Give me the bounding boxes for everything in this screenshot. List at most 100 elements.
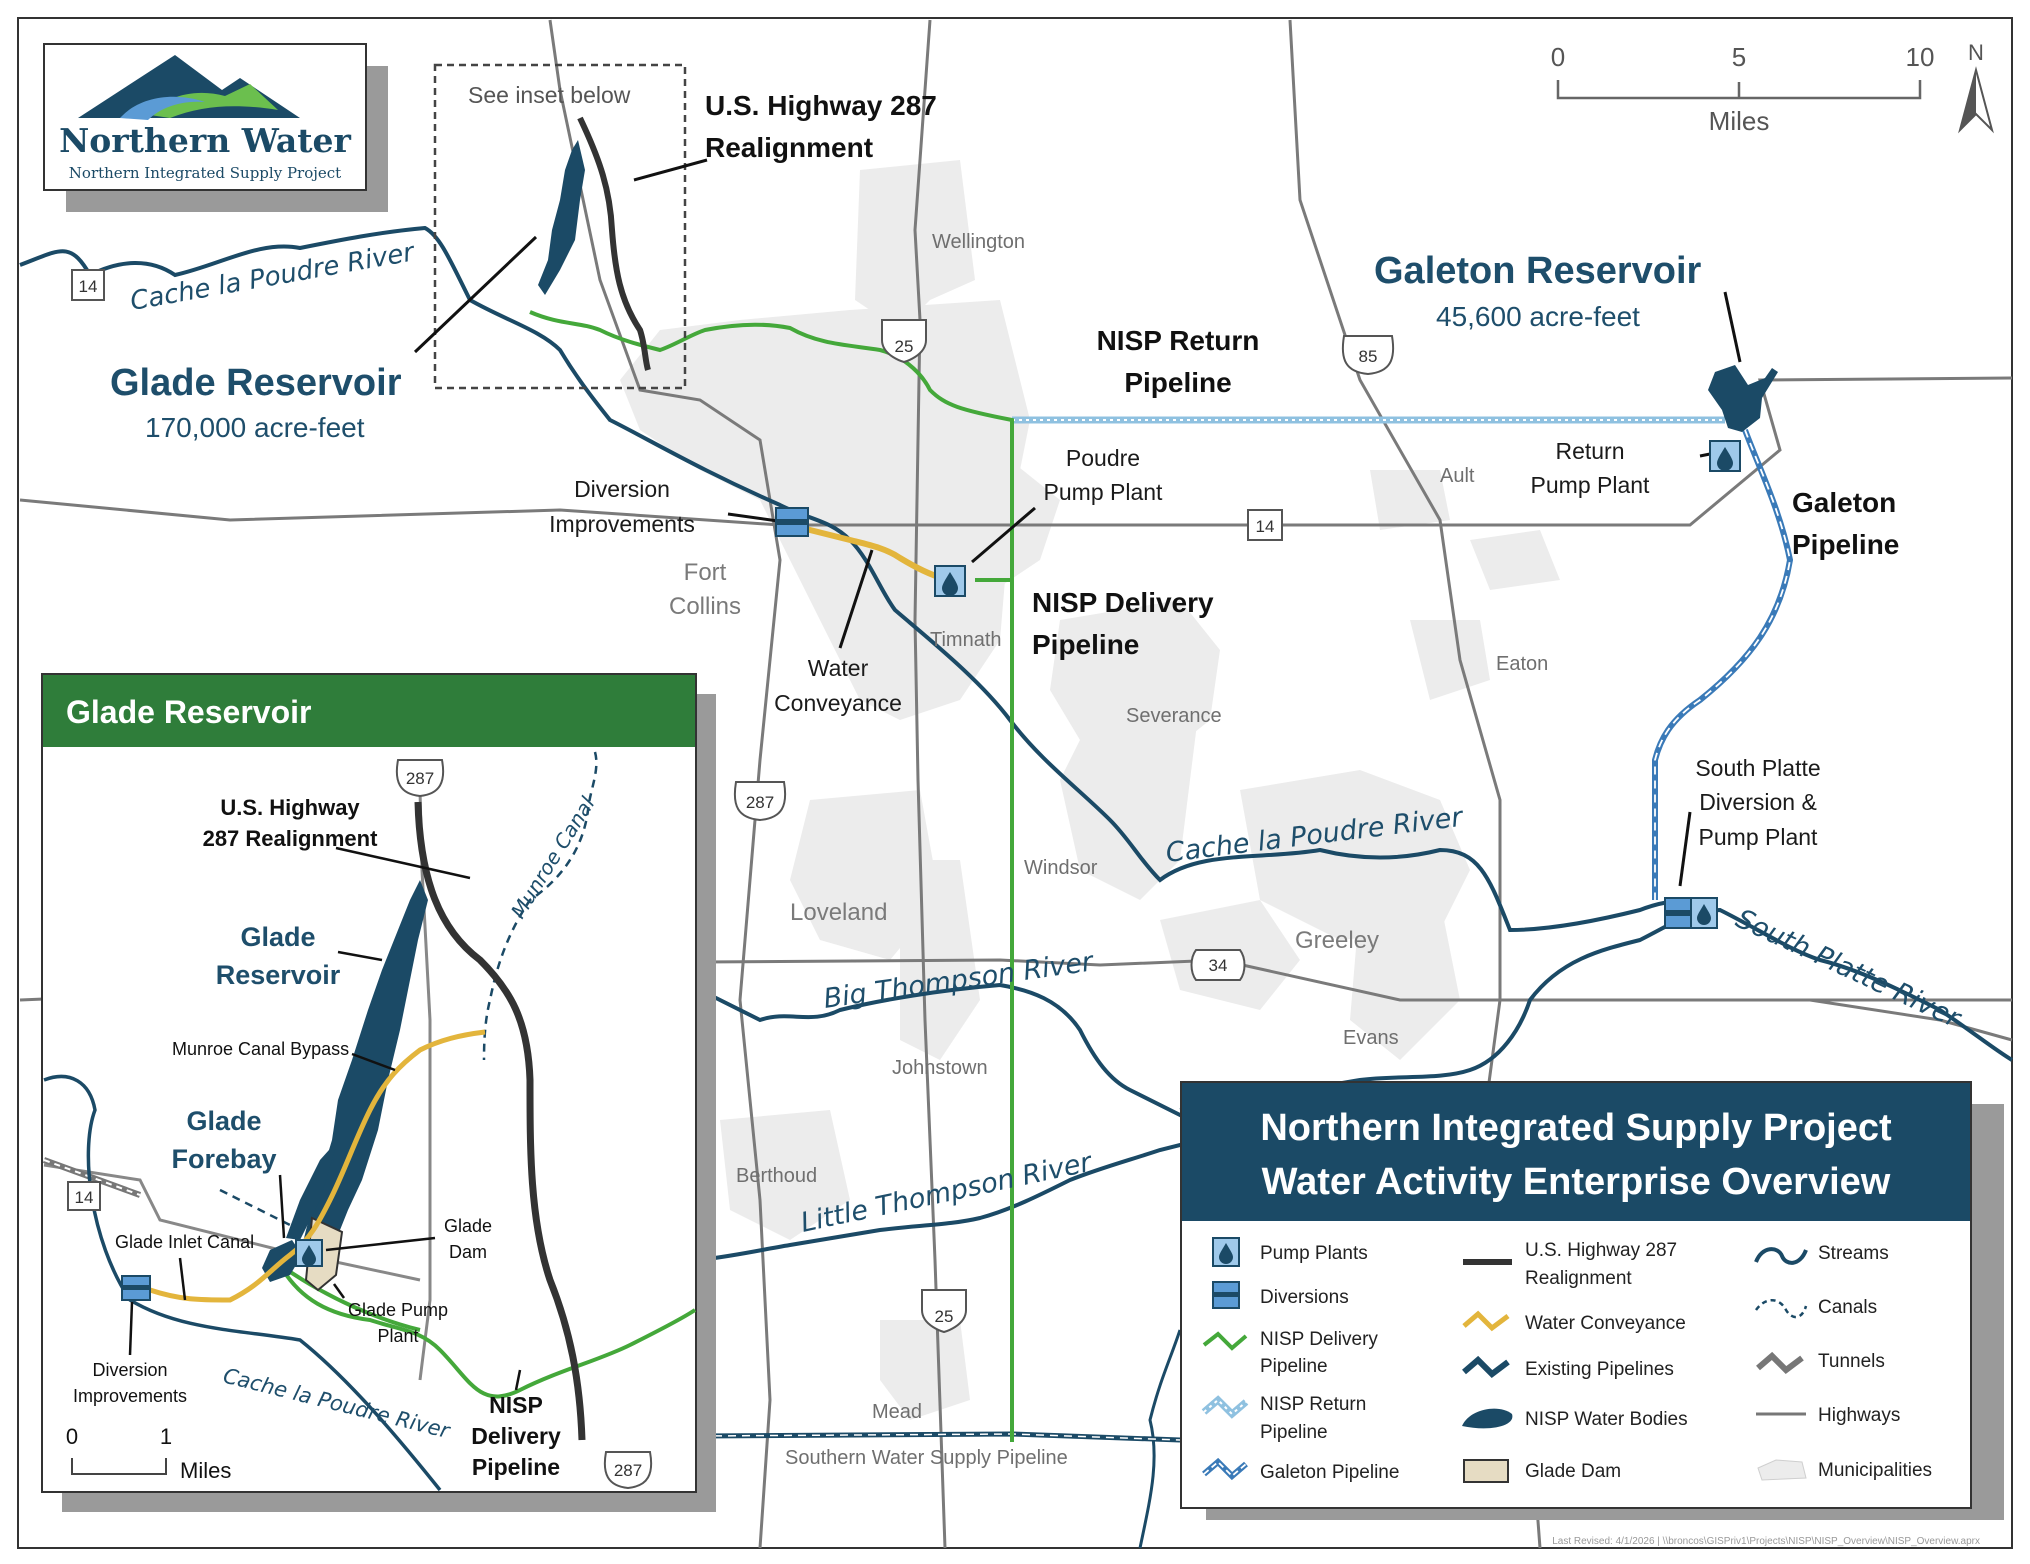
shield-i25-south: 25: [921, 1289, 967, 1334]
svg-text:14: 14: [79, 277, 98, 296]
inset-label-forebay-line1: Glade: [186, 1106, 261, 1136]
inset-label-inlet-canal: Glade Inlet Canal: [115, 1232, 254, 1252]
inset-diversion-symbol: [121, 1275, 151, 1301]
logo-subtitle: Northern Integrated Supply Project: [69, 164, 341, 182]
northern-water-logo: Northern Water Northern Integrated Suppl…: [43, 43, 388, 212]
label-return-pipeline-line1: NISP Return: [1097, 325, 1260, 356]
footer-revision: Last Revised: 4/1/2026 | \\broncos\GISPr…: [1552, 1536, 1980, 1547]
nisp-delivery-pipeline: [529, 310, 1014, 1442]
little-thompson-stream: [699, 1133, 1221, 1262]
inset-title: Glade Reservoir: [66, 694, 311, 730]
inset-label-hwy-line2: 287 Realignment: [203, 826, 379, 851]
legend-label-conveyance: Water Conveyance: [1525, 1313, 1686, 1334]
shield-us287: 287: [733, 781, 787, 822]
legend-label-canals: Canals: [1818, 1297, 1877, 1318]
svg-text:25: 25: [895, 337, 914, 356]
svg-text:14: 14: [1256, 517, 1275, 536]
inset-label-pump-line1: Glade Pump: [348, 1300, 448, 1320]
legend-diversions-icon: [1212, 1281, 1240, 1309]
inset-label-div-line1: Diversion: [92, 1360, 167, 1380]
inset-label-hwy-line1: U.S. Highway: [220, 795, 360, 820]
legend-galeton-icon: [1202, 1457, 1248, 1481]
svg-text:85: 85: [1359, 347, 1378, 366]
legend-delivery-icon: [1202, 1331, 1248, 1351]
inset-label-pump-line2: Plant: [377, 1326, 418, 1346]
town-timnath: Timnath: [930, 629, 1002, 651]
inset-scale-unit: Miles: [180, 1458, 231, 1483]
svg-text:25: 25: [935, 1307, 954, 1326]
label-southern-water-supply: Southern Water Supply Pipeline: [785, 1447, 1068, 1469]
hwy-287-realignment: [577, 116, 651, 371]
inset-label-dam-line1: Glade: [444, 1216, 492, 1236]
label-hwy287-line2: Realignment: [705, 132, 873, 163]
legend-label-municipalities: Municipalities: [1818, 1460, 1932, 1481]
town-windsor: Windsor: [1024, 857, 1098, 879]
inset-shield-287-bottom: 287: [603, 1451, 653, 1490]
svg-text:34: 34: [1209, 956, 1228, 975]
inset-extent-box: [433, 63, 687, 390]
label-south-platte-div-line3: Pump Plant: [1699, 824, 1819, 850]
inset-glade-pump-symbol: [295, 1239, 323, 1267]
legend-conveyance-icon: [1462, 1310, 1510, 1332]
shield-sh14-west: 14: [71, 269, 105, 301]
leader-lines: [413, 158, 1742, 887]
legend-existing-pipelines-icon: [1462, 1355, 1510, 1378]
shield-i25-north: 25: [881, 319, 927, 364]
legend-pump-plants-icon: [1212, 1237, 1240, 1267]
water-conveyance: [789, 522, 949, 583]
town-fort: Fort: [684, 559, 727, 586]
galeton-reservoir-water: [1708, 365, 1778, 432]
town-loveland: Loveland: [790, 899, 887, 926]
label-delivery-pipeline-line2: Pipeline: [1032, 629, 1139, 660]
inset-label-nisp-line1: NISP: [489, 1392, 543, 1418]
legend-label-diversions: Diversions: [1260, 1287, 1349, 1308]
svg-text:287: 287: [614, 1461, 642, 1480]
shield-sh14-east: 14: [1247, 509, 1283, 541]
label-galeton-volume: 45,600 acre-feet: [1436, 301, 1640, 332]
town-berthoud: Berthoud: [736, 1165, 817, 1187]
east-stream: [1138, 1329, 1182, 1549]
legend-label-existing: Existing Pipelines: [1525, 1359, 1674, 1380]
town-ault: Ault: [1440, 465, 1475, 487]
legend-label-streams: Streams: [1818, 1243, 1889, 1264]
legend-label-galeton-pipeline: Galeton Pipeline: [1260, 1462, 1399, 1483]
legend-label-hwy-1: U.S. Highway 287: [1525, 1240, 1677, 1261]
legend-label-pump-plants: Pump Plants: [1260, 1243, 1368, 1264]
town-greeley: Greeley: [1295, 927, 1379, 954]
svg-text:14: 14: [75, 1188, 94, 1207]
legend-label-glade-dam: Glade Dam: [1525, 1461, 1621, 1482]
scale-unit: Miles: [1709, 106, 1770, 136]
inset-shield-14: 14: [67, 1181, 101, 1211]
label-south-platte-div-line2: Diversion &: [1699, 789, 1817, 815]
scale-tick-0: 0: [1551, 42, 1565, 72]
label-galeton-pipeline-line2: Pipeline: [1792, 529, 1899, 560]
scale-bar: 0 5 10 Miles: [1551, 42, 1935, 136]
inset-note: See inset below: [468, 82, 631, 108]
inset-shield-287-top: 287: [395, 759, 445, 798]
label-delivery-pipeline-line1: NISP Delivery: [1032, 587, 1214, 618]
town-evans: Evans: [1343, 1027, 1399, 1049]
municipalities: [620, 160, 1560, 1420]
town-mead: Mead: [872, 1401, 922, 1423]
town-collins: Collins: [669, 593, 741, 620]
poudre-pump-plant-symbol: [934, 565, 966, 597]
shield-us85: 85: [1341, 335, 1395, 376]
legend-label-delivery-2: Pipeline: [1260, 1356, 1328, 1377]
legend-label-hwy-2: Realignment: [1525, 1268, 1632, 1289]
logo-name: Northern Water: [59, 121, 351, 160]
legend-label-return-2: Pipeline: [1260, 1422, 1328, 1443]
label-south-platte-div-line1: South Platte: [1695, 755, 1820, 781]
label-glade-reservoir: Glade Reservoir: [110, 362, 402, 404]
town-wellington: Wellington: [932, 231, 1025, 253]
legend-label-tunnels: Tunnels: [1818, 1351, 1885, 1372]
svg-text:N: N: [1968, 40, 1984, 65]
big-thompson-stream: [699, 982, 1191, 1122]
town-severance: Severance: [1126, 705, 1222, 727]
label-galeton-pipeline-line1: Galeton: [1792, 487, 1896, 518]
inset-label-nisp-line2: Delivery: [471, 1423, 561, 1449]
legend-canals-icon: [1754, 1299, 1808, 1319]
legend-municipalities-icon: [1757, 1459, 1807, 1481]
legend-glade-dam-icon: [1463, 1459, 1509, 1483]
legend: Northern Integrated Supply Project Water…: [1180, 1081, 2004, 1520]
legend-streams-icon: [1754, 1247, 1808, 1265]
